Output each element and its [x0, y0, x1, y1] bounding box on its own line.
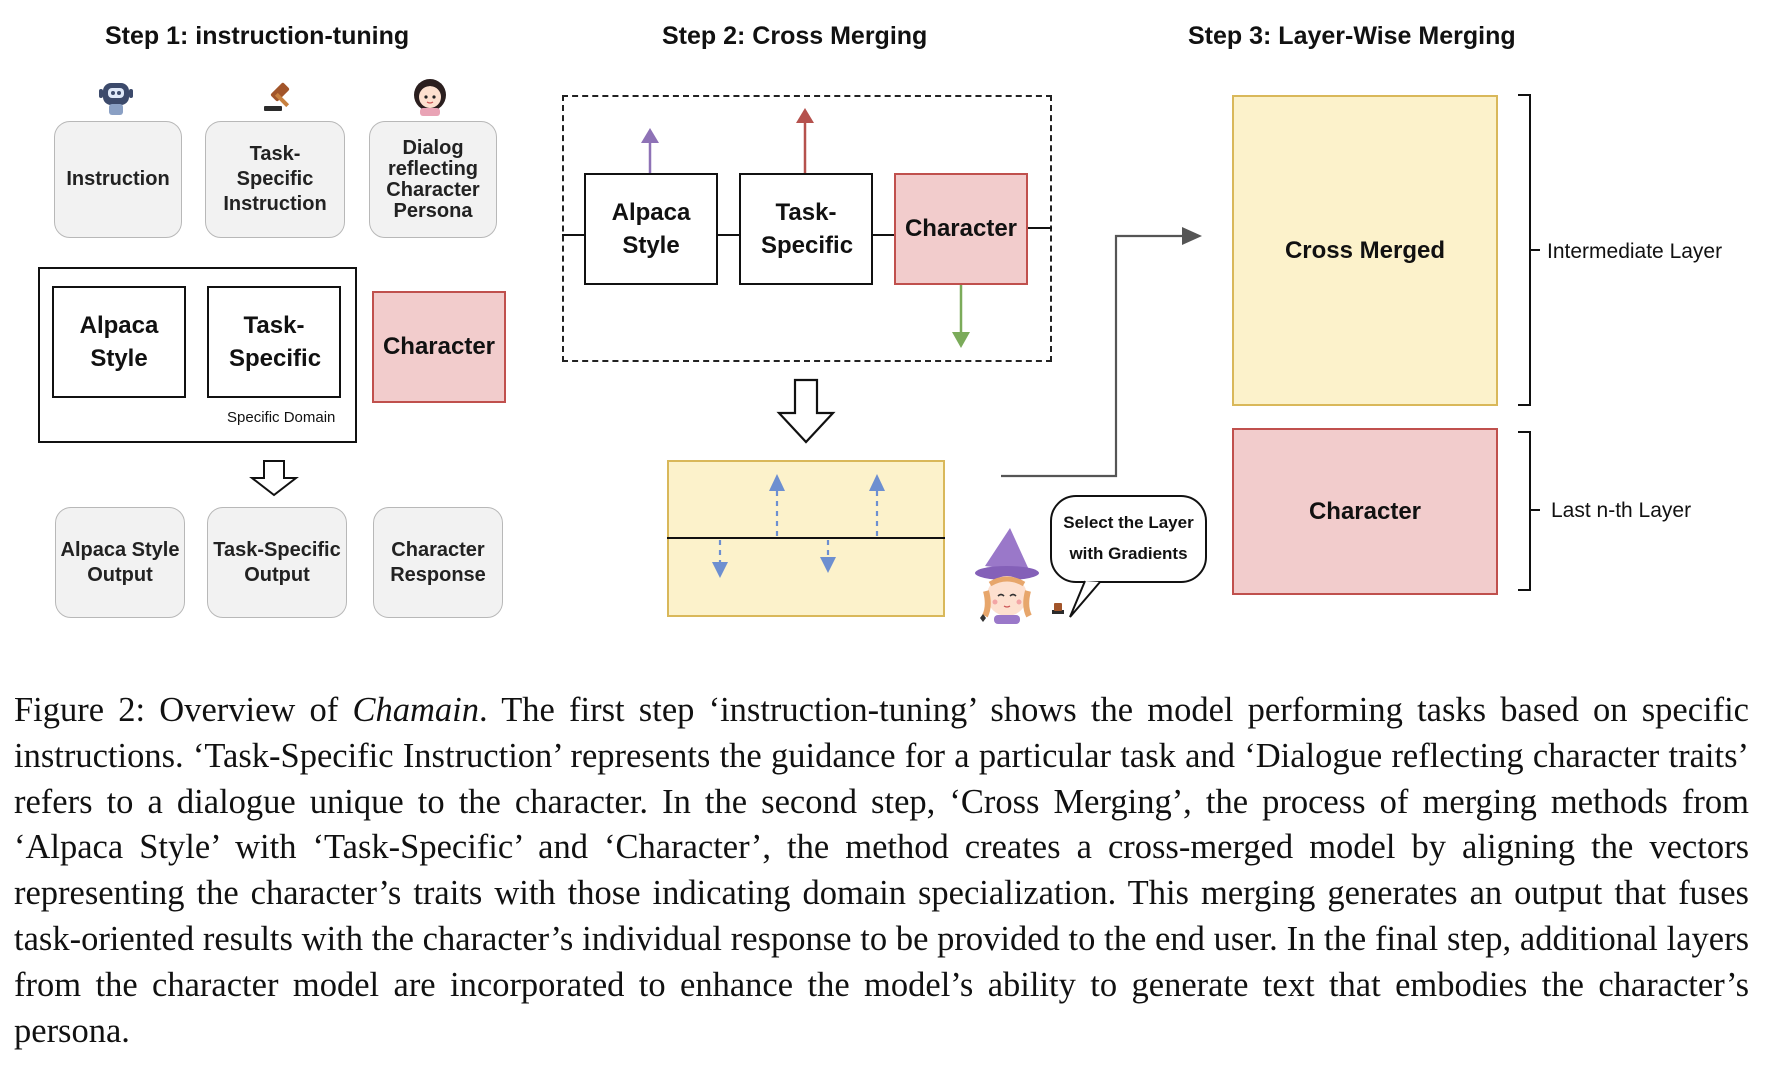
robot-icon: [99, 83, 133, 115]
dialog-persona-box: Dialog reflecting Character Persona: [369, 121, 497, 238]
hollow-down-arrow-step1: [249, 460, 299, 497]
caption-label: Figure 2: Overview of: [14, 691, 353, 729]
instruction-box: Instruction: [54, 121, 182, 238]
alpaca-style-box-step1: Alpaca Style: [52, 286, 186, 398]
character-box-step2: Character: [894, 173, 1028, 285]
specific-domain-label: Specific Domain: [227, 409, 336, 426]
task-specific-instruction-box: Task-Specific Instruction: [205, 121, 345, 238]
step3-title: Step 3: Layer-Wise Merging: [1188, 22, 1516, 50]
last-layer-bracket: [1518, 431, 1540, 591]
character-response-box: Character Response: [373, 507, 503, 618]
hollow-down-arrow-step2: [776, 378, 836, 444]
alpaca-style-box-step2: Alpaca Style: [584, 173, 718, 285]
task-specific-box-step1: Task-Specific: [207, 286, 341, 398]
speech-bubble-tail: [1069, 580, 1101, 618]
specific-domain-container: [38, 267, 357, 443]
speech-bubble: Select the Layer with Gradients: [1050, 495, 1207, 583]
intermediate-layer-bracket: [1518, 94, 1540, 406]
last-layer-label: Last n-th Layer: [1551, 499, 1692, 522]
caption-text: . The first step ‘instruction-tuning’ sh…: [14, 691, 1749, 1050]
cross-merged-block: Cross Merged: [1232, 95, 1498, 406]
task-specific-output-box: Task-Specific Output: [207, 507, 347, 618]
character-box-step1: Character: [372, 291, 506, 403]
step2-title: Step 2: Cross Merging: [662, 22, 928, 50]
task-specific-box-step2: Task-Specific: [739, 173, 873, 285]
intermediate-layer-label: Intermediate Layer: [1547, 240, 1723, 263]
girl-avatar-icon: [414, 79, 446, 116]
caption-method-name: Chamain: [352, 691, 479, 729]
merged-vector-panel: [667, 460, 945, 617]
gavel-icon: [264, 82, 290, 111]
step1-title: Step 1: instruction-tuning: [105, 22, 410, 50]
alpaca-style-output-box: Alpaca Style Output: [55, 507, 185, 618]
figure-caption: Figure 2: Overview of Chamain. The first…: [14, 688, 1749, 1054]
character-block-step3: Character: [1232, 428, 1498, 595]
